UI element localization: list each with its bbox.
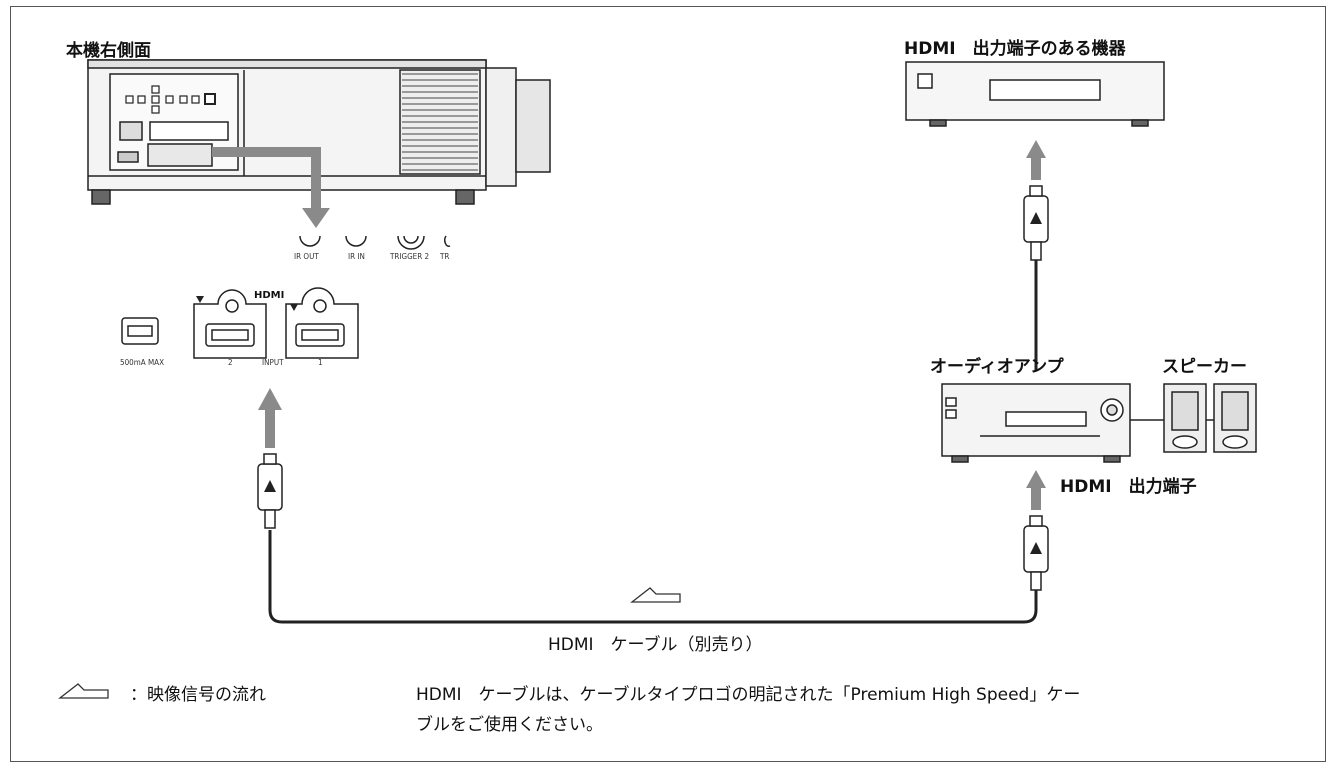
note-line-2: ブルをご使用ください。	[416, 715, 603, 735]
av-amp-label: オーディオアンプ	[930, 357, 1064, 377]
jack-panel	[121, 235, 451, 359]
input-label: INPUT	[262, 358, 284, 367]
note-line-1: HDMI ケーブルは、ケーブルタイプロゴの明記された「Premium High …	[416, 685, 1081, 705]
source-device	[905, 61, 1165, 127]
cable-label: HDMI ケーブル（別売り）	[548, 635, 763, 655]
source-device-label: HDMI 出力端子のある機器	[904, 39, 1126, 59]
legend-label: ：映像信号の流れ	[130, 685, 266, 705]
av-amp	[941, 383, 1131, 463]
usb-label: 500mA MAX	[120, 358, 165, 367]
projector-side-label: 本機右側面	[66, 41, 151, 61]
speakers-label: スピーカー	[1162, 357, 1247, 377]
port1-label: 1	[318, 358, 323, 367]
hdmi-cable-upper	[1023, 140, 1049, 370]
speakers	[1130, 383, 1257, 453]
hdmi-logo: HDMI	[254, 290, 285, 301]
amp-hdmi-out-label: HDMI 出力端子	[1060, 477, 1197, 497]
ir-out-label: IR OUT	[294, 252, 319, 261]
trigger-cut-label: TR	[440, 252, 450, 261]
projector-illustration	[87, 59, 551, 205]
legend-flow-icon	[58, 683, 109, 699]
signal-flow-icon	[630, 587, 681, 603]
trigger2-label: TRIGGER 2	[390, 252, 430, 261]
ir-in-label: IR IN	[348, 252, 365, 261]
diagram-frame	[10, 6, 1326, 762]
hdmi-cable-lower	[257, 388, 1049, 624]
port2-label: 2	[228, 358, 233, 367]
